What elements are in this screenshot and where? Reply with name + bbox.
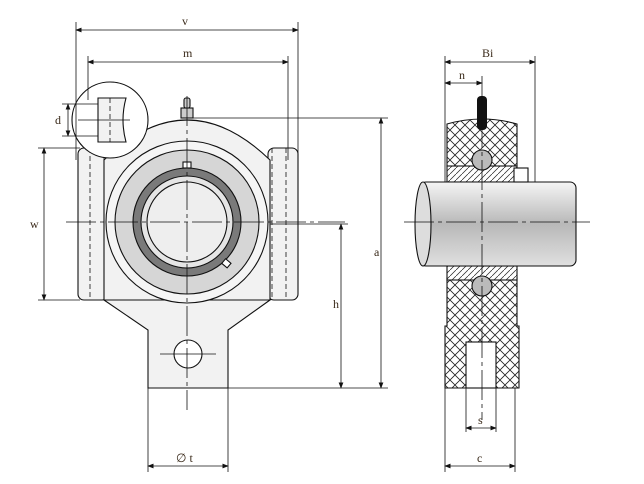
dim-m: m (183, 46, 193, 60)
dim-v: v (182, 14, 188, 28)
dim-t: ∅ t (176, 451, 193, 465)
set-screw-side (220, 257, 232, 269)
detail-magnifier (62, 81, 149, 159)
dim-s: s (478, 413, 483, 427)
front-view (62, 81, 345, 410)
dim-h: h (333, 297, 339, 311)
dim-c: c (477, 451, 482, 465)
shaft (419, 181, 577, 267)
dim-w: w (30, 217, 39, 231)
dim-bi: Bi (482, 46, 494, 60)
front-dimensions: v m d w a h ∅ t (30, 14, 388, 472)
side-dimensions: Bi n s c (444, 46, 536, 472)
set-screw (513, 167, 529, 183)
side-view (404, 76, 590, 420)
dim-d: d (55, 113, 61, 127)
bolt-bore (465, 341, 497, 389)
dim-a: a (374, 245, 380, 259)
dim-n: n (459, 68, 465, 82)
